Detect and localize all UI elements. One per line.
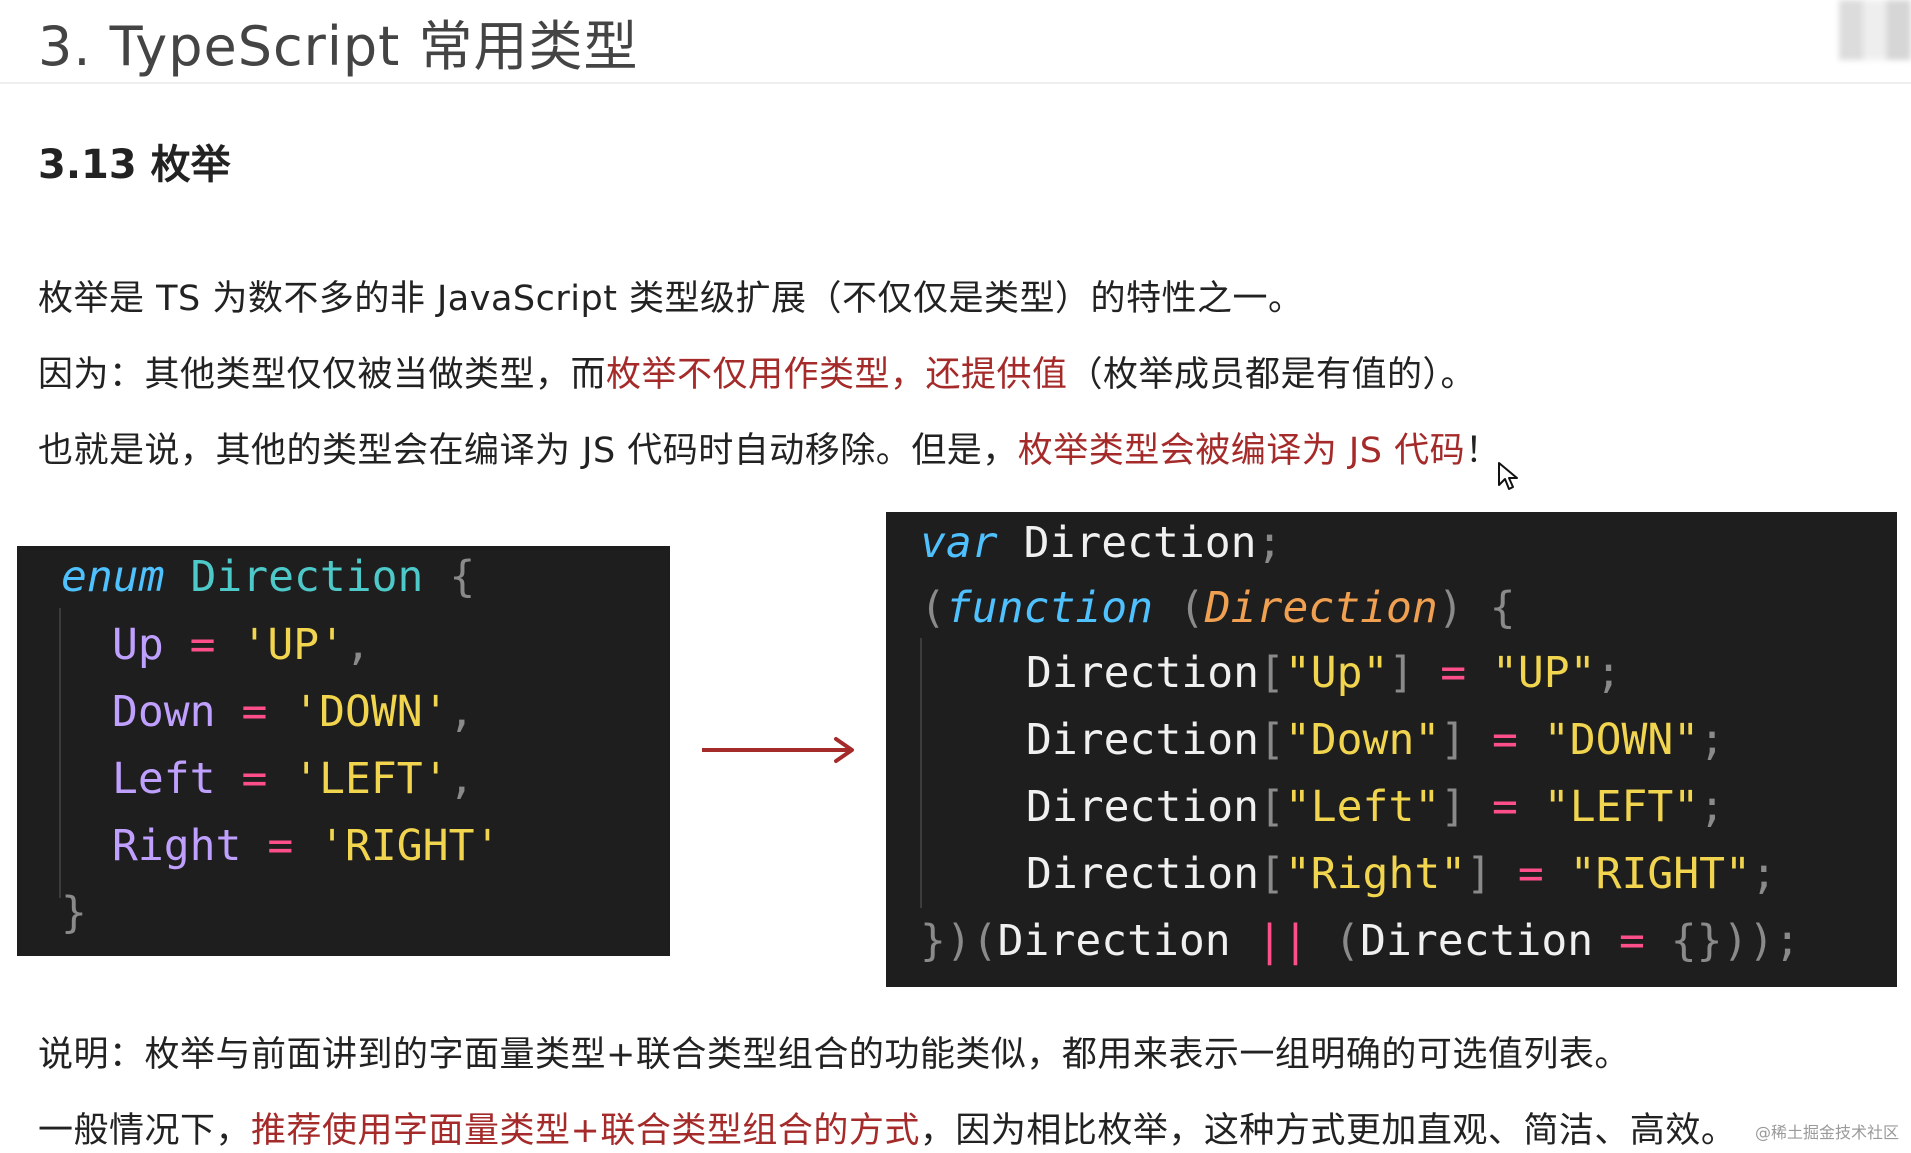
iife-start-line: (function (Direction) {: [920, 583, 1516, 633]
paragraph-reason-text: 因为：其他类型仅仅被当做类型，而: [38, 355, 607, 395]
note-explanation: 说明：枚举与前面讲到的字面量类型+联合类型组合的功能类似，都用来表示一组明确的可…: [38, 1035, 1630, 1075]
paragraph-reason: 因为：其他类型仅仅被当做类型，而枚举不仅用作类型，还提供值（枚举成员都是有值的）…: [38, 346, 1476, 397]
enum-name: Direction: [190, 552, 424, 602]
enum-closing-brace: }: [61, 888, 87, 938]
paragraph-reason-text-end: （枚举成员都是有值的）。: [1067, 355, 1477, 395]
compile-arrow-icon: [702, 737, 854, 763]
mouse-cursor-icon: [1498, 462, 1518, 490]
enum-declaration-line: enum Direction {: [61, 552, 476, 602]
indent-guide: [59, 608, 61, 898]
iife-end-line: })(Direction || (Direction = {}));: [920, 916, 1801, 966]
paragraph-reason-highlight: 枚举不仅用作类型，还提供值: [606, 355, 1068, 395]
paragraph-compile-highlight: 枚举类型会被编译为 JS 代码: [1017, 431, 1466, 471]
enum-code-block: enum Direction { Up = 'UP', Down = 'DOWN…: [17, 546, 670, 956]
note-recommendation: 一般情况下，推荐使用字面量类型+联合类型组合的方式，因为相比枚举，这种方式更加直…: [38, 1102, 1736, 1153]
note-recommendation-highlight: 推荐使用字面量类型+联合类型组合的方式: [251, 1111, 920, 1151]
var-declaration-line: var Direction;: [920, 518, 1283, 568]
assignment-line: Direction["Left"] = "LEFT";: [1026, 782, 1726, 832]
paragraph-compile-text-end: ！: [1465, 431, 1501, 471]
paragraph-compile: 也就是说，其他的类型会在编译为 JS 代码时自动移除。但是，枚举类型会被编译为 …: [38, 422, 1501, 473]
enum-member-line: Down = 'DOWN',: [112, 687, 475, 737]
indent-guide: [920, 638, 922, 908]
enum-member-line: Up = 'UP',: [112, 620, 371, 670]
header-bar: 3. TypeScript 常用类型: [0, 0, 1911, 84]
blurred-corner-image: [1839, 0, 1911, 60]
assignment-line: Direction["Right"] = "RIGHT";: [1026, 849, 1777, 899]
enum-keyword: enum: [61, 552, 165, 602]
watermark: @稀土掘金技术社区: [1754, 1123, 1899, 1142]
paragraph-compile-text: 也就是说，其他的类型会在编译为 JS 代码时自动移除。但是，: [38, 431, 1018, 471]
paragraph-intro: 枚举是 TS 为数不多的非 JavaScript 类型级扩展（不仅仅是类型）的特…: [38, 279, 1304, 319]
enum-member-line: Right = 'RIGHT': [112, 821, 501, 871]
note-recommendation-text: 一般情况下，: [38, 1111, 252, 1151]
section-title: 3.13 枚举: [38, 142, 231, 188]
assignment-line: Direction["Down"] = "DOWN";: [1026, 715, 1726, 765]
page-title: 3. TypeScript 常用类型: [38, 15, 639, 78]
assignment-line: Direction["Up"] = "UP";: [1026, 648, 1622, 698]
compiled-js-code-block: var Direction; (function (Direction) { D…: [886, 512, 1897, 987]
enum-member-line: Left = 'LEFT',: [112, 754, 475, 804]
note-recommendation-text-end: ，因为相比枚举，这种方式更加直观、简洁、高效。: [919, 1111, 1737, 1151]
